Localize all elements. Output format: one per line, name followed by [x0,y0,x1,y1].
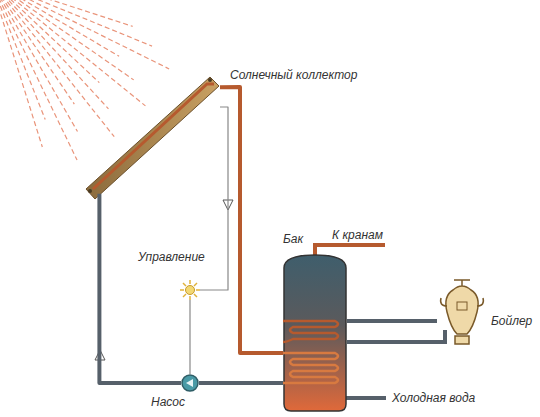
pipe-label: К кранам [332,228,383,242]
node-label: Бак [283,232,303,246]
sun-ray [2,0,114,137]
sun-ray [0,0,45,119]
sun-ray [0,0,42,147]
storage-tank: Бак [283,254,347,412]
sun-ray [6,0,146,106]
control-wire [189,300,190,374]
pipe [220,87,283,353]
sun-ray [0,0,78,132]
boiler-pipe [347,330,445,342]
bolt [208,78,212,82]
connectors [99,87,437,383]
pipe [347,319,437,323]
pump: Насос [181,374,199,392]
bolt [88,189,92,193]
control-unit: Управление [180,280,200,300]
control-unit-shape [180,280,200,300]
boiler-shape [437,276,487,348]
pump-shape [181,374,199,392]
pipe [99,194,181,383]
sun-ray [7,0,119,56]
boiler: Бойлер [437,276,487,348]
hot-water-pipe [315,245,385,256]
cold-water-pipe [345,396,386,400]
node-label: Солнечный коллектор [230,68,357,82]
node-label: Управление [138,250,205,264]
collector-panel [86,77,219,199]
sun-rays [0,0,169,160]
node-label: Насос [151,395,185,409]
sun-ray [0,0,77,160]
node-label: Бойлер [491,314,532,328]
collector-pipe [93,84,214,189]
storage-tank-shape [283,254,347,412]
pipe-label: Холодная вода [392,391,475,405]
pipe [199,381,283,385]
solar-collector: Солнечный коллектор [86,76,220,200]
sun-ray [8,0,169,69]
sun-ray [1,0,74,104]
